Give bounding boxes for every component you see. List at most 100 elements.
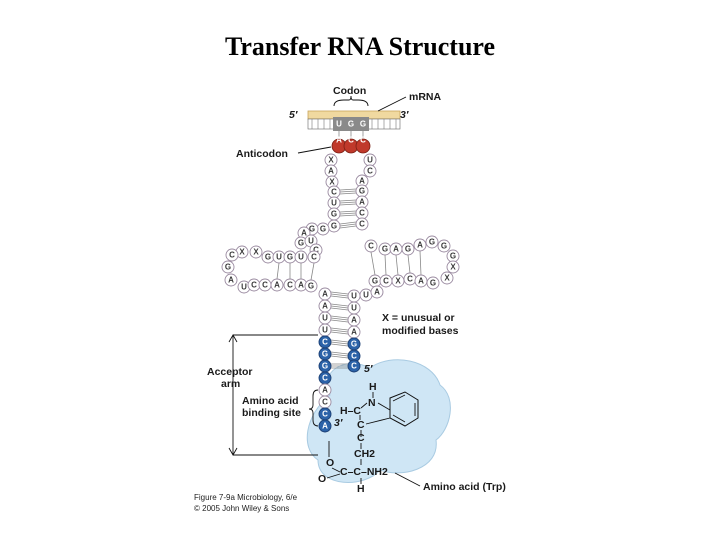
legend-line-2: modified bases: [382, 325, 459, 337]
codon-letter-3: G: [360, 120, 366, 129]
trp-c1: C: [357, 419, 365, 431]
nucleotide: A: [318, 287, 332, 301]
nucleotide-letter: A: [301, 229, 307, 238]
nucleotide: A: [318, 383, 332, 397]
binding-site-brace: [308, 389, 319, 427]
nucleotide-letter: U: [298, 253, 304, 262]
nucleotide: G: [368, 274, 382, 288]
nucleotide-letter: C: [251, 281, 257, 290]
nucleotide-letter: C: [311, 253, 317, 262]
nucleotide-letter: G: [430, 279, 436, 288]
base-pair-bond: [339, 223, 357, 227]
nucleotide-letter: G: [322, 350, 328, 359]
nucleotide: G: [283, 250, 297, 264]
trp-main: C–C–NH2: [340, 466, 388, 478]
base-pair-bond: [330, 317, 349, 321]
base-pair-bond: [339, 190, 357, 193]
nucleotide-letter: C: [407, 275, 413, 284]
nucleotide-circle: [225, 248, 239, 262]
nucleotide-letter: C: [322, 398, 328, 407]
binding-site-label-1: Amino acid: [242, 395, 299, 407]
nucleotide-circle: [370, 285, 384, 299]
nucleotide-letter: G: [320, 225, 326, 234]
nucleotide-letter: A: [322, 302, 328, 311]
base-pair-bond: [276, 262, 280, 280]
base-pair-bond: [330, 315, 349, 319]
nucleotide-circle: [221, 260, 235, 274]
base-pair-bond: [330, 339, 349, 343]
acceptor-arm-label-2: arm: [221, 378, 240, 390]
nucleotide-circle: [304, 279, 318, 293]
tryptophan-structure: H N H–C C C CH2 O O C–C–NH2 H: [318, 381, 419, 495]
nucleotide-letter: U: [363, 291, 369, 300]
nucleotide-circle: [364, 239, 378, 253]
nucleotide: C: [307, 250, 321, 264]
base-pair-bond: [330, 331, 349, 335]
nucleotide-letter: G: [331, 210, 337, 219]
base-pair-bond: [339, 203, 357, 206]
figure-caption: Figure 7-9a Microbiology, 6/e © 2005 Joh…: [194, 492, 297, 514]
nucleotide-letter: U: [276, 253, 282, 262]
anticodon-group: A C C: [331, 131, 371, 154]
nucleotide-letter: C: [331, 188, 337, 197]
nucleotide-letter: A: [359, 198, 365, 207]
nucleotide: C: [364, 239, 378, 253]
base-pair-bond: [330, 327, 349, 331]
nucleotide: A: [347, 325, 361, 339]
base-pair-bond: [419, 250, 422, 276]
nucleotide-letter: C: [287, 281, 293, 290]
nucleotide-letter: C: [262, 281, 268, 290]
base-pair-bond: [339, 188, 357, 191]
nucleotide-circle: [224, 273, 238, 287]
anticodon-label: Anticodon: [236, 148, 288, 160]
base-pair-bond: [407, 254, 411, 274]
nucleotide-circle: [401, 242, 415, 256]
trp-ch2: CH2: [354, 448, 375, 460]
nucleotide-letter: C: [322, 338, 328, 347]
base-pair-bond: [339, 192, 357, 195]
nucleotide-circle: [307, 250, 321, 264]
base-pair-bond: [330, 341, 349, 345]
caption-line-2: © 2005 John Wiley & Sons: [194, 504, 290, 513]
codon-letter-1: U: [336, 120, 342, 129]
nucleotide-letter: A: [322, 386, 328, 395]
nucleotide-letter: A: [351, 328, 357, 337]
base-pair-bond: [339, 199, 357, 202]
nucleotide: C: [283, 278, 297, 292]
base-pair-bond: [310, 262, 315, 281]
legend-line-1: X = unusual or: [382, 312, 455, 324]
nucleotide: U: [318, 323, 332, 337]
base-pair-bond: [339, 201, 357, 204]
nucleotide-letter: C: [322, 410, 328, 419]
nucleotide: G: [426, 276, 440, 290]
codon-label: Codon: [333, 85, 366, 97]
nucleotide-letter: X: [444, 274, 450, 283]
nucleotide: G: [304, 279, 318, 293]
nucleotide: G: [318, 359, 332, 373]
nucleotide: C: [318, 395, 332, 409]
nucleotide-circle: [249, 245, 263, 259]
nucleotide-circle: [413, 238, 427, 252]
nucleotide-letter: X: [395, 277, 401, 286]
nucleotide-letter: C: [229, 251, 235, 260]
nucleotide: G: [318, 347, 332, 361]
nucleotide-letter: U: [241, 283, 247, 292]
nucleotide: G: [327, 207, 341, 221]
nucleotide: A: [370, 285, 384, 299]
nucleotide-letter: A: [418, 277, 424, 286]
nucleotide-letter: A: [322, 290, 328, 299]
amino-acid-label: Amino acid (Trp): [423, 481, 506, 493]
nucleotide: C: [355, 217, 369, 231]
base-pair-bond: [339, 212, 357, 215]
nucleotide-letter: C: [313, 246, 319, 255]
base-pair-bond: [370, 251, 376, 276]
nucleotide-letter: A: [393, 245, 399, 254]
anticodon-letter-2: C: [348, 136, 354, 145]
nucleotide-letter: X: [239, 248, 245, 257]
nucleotide: X: [249, 245, 263, 259]
base-pair-bond: [339, 225, 357, 229]
nucleotide: G: [316, 222, 330, 236]
nucleotide: G: [355, 184, 369, 198]
